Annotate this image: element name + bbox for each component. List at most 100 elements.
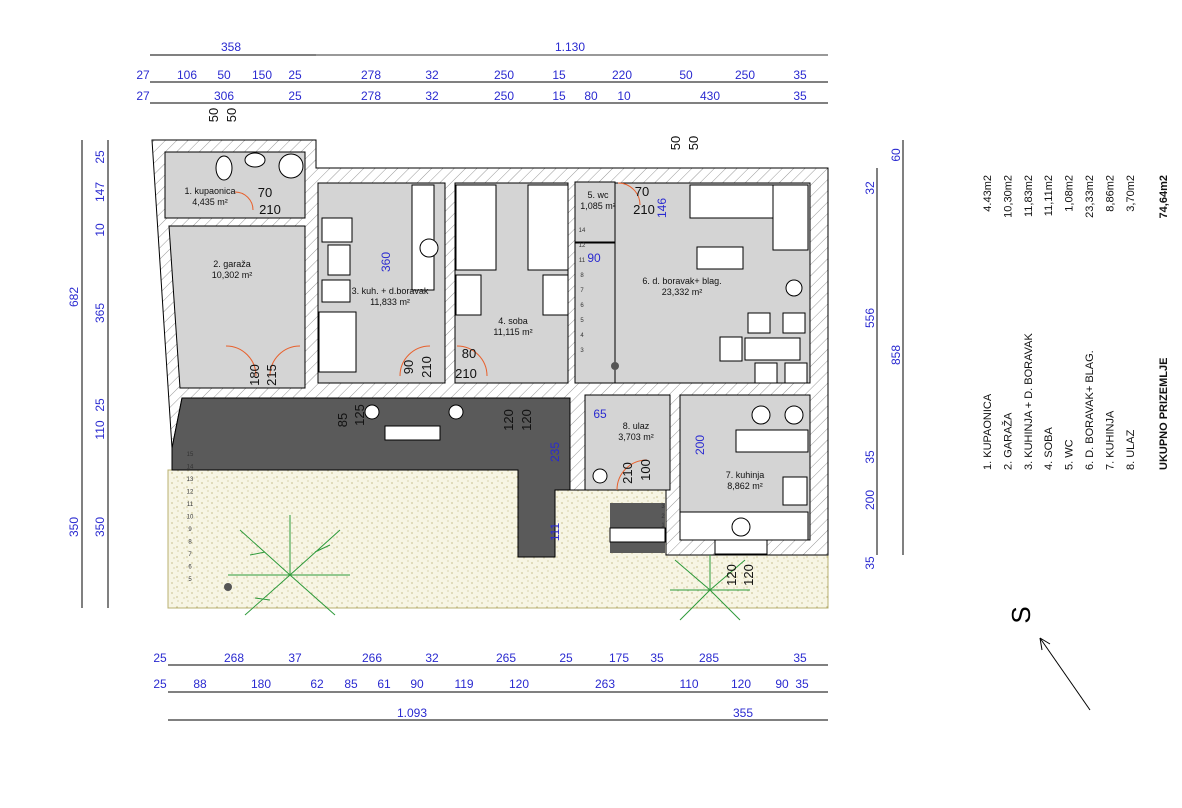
dimension-top-row3: 32 (425, 89, 439, 103)
room-area: 1,085 m² (580, 201, 616, 211)
legend-item-label: 7. KUHINJA (1104, 410, 1116, 470)
dimension-left-inner: 110 (93, 420, 107, 439)
dimension-bottom-row1: 265 (496, 651, 516, 665)
dimension-top-row2: 220 (612, 68, 632, 82)
dimension-top-row3: 430 (700, 89, 720, 103)
dimension-bottom-row2: 119 (454, 677, 473, 691)
interior-dimension: 120 (741, 564, 756, 586)
interior-dimension: 100 (638, 459, 653, 481)
dimension-top-row2: 25 (288, 68, 302, 82)
dimension-left-inner: 147 (93, 182, 107, 202)
dimension-bottom-row1: 25 (559, 651, 573, 665)
north-arrow: S (1006, 606, 1091, 711)
legend-item-area: 8,86m2 (1104, 175, 1116, 212)
room-name: 3. kuh. + d.boravak (352, 286, 429, 296)
interior-dimension: 360 (379, 252, 393, 272)
furniture (215, 152, 809, 555)
dimension-top-row2: 50 (217, 68, 231, 82)
dimension-lines (81, 54, 904, 721)
stair-step-number: 8 (188, 540, 192, 546)
dimension-top-row3: 250 (494, 89, 514, 103)
dimension-left-outer: 350 (67, 517, 81, 537)
interior-dimension: 146 (655, 198, 669, 218)
legend-item-area: 23,33m2 (1084, 175, 1096, 218)
room-area: 8,862 m² (727, 481, 763, 491)
room-garaza (168, 225, 306, 389)
dimension-bottom-row2: 61 (377, 677, 391, 691)
dimension-bottom-row2: 120 (731, 677, 751, 691)
dimension-bottom-row2: 25 (153, 677, 167, 691)
dimension-top-row3: 15 (552, 89, 566, 103)
stair-step-number: 5 (188, 577, 192, 583)
dimension-bottom-row1: 37 (288, 651, 302, 665)
interior-dimension: 50 (206, 108, 221, 122)
legend-total-area: 74,64m2 (1158, 175, 1170, 218)
interior-dimension: 120 (724, 564, 739, 586)
dimension-top-row2: 27 (136, 68, 150, 82)
stair-step-number: 1 (661, 523, 665, 529)
dimension-left-inner: 25 (93, 398, 107, 412)
stair-step-number: 10 (187, 515, 194, 521)
dimension-top-row3: 10 (617, 89, 631, 103)
dimension-bottom-row2: 85 (344, 677, 358, 691)
legend-item-area: 1,08m2 (1064, 175, 1076, 212)
interior-dimension: 90 (401, 360, 416, 374)
stair-step-number: 15 (187, 452, 194, 458)
stair-step-number: 14 (187, 465, 194, 471)
legend-item-label: 2. GARAŽA (1001, 412, 1014, 470)
legend-item-label: 8. ULAZ (1125, 429, 1137, 470)
dimension-bottom-row1: 285 (699, 651, 719, 665)
dimension-bottom-overall: 1.093 (397, 706, 427, 720)
interior-dimension: 235 (548, 442, 562, 462)
stair-step-number: 13 (187, 477, 194, 483)
interior-dimension: 70 (258, 185, 272, 200)
dimension-bottom-row2: 110 (679, 677, 698, 691)
interior-dimension: 50 (668, 136, 683, 150)
interior-dimension: 50 (686, 136, 701, 150)
stair-step-number: 4 (580, 333, 584, 339)
interior-dimension: 210 (620, 462, 635, 484)
interior-dimension: 85 (335, 413, 350, 427)
dimension-left-inner: 350 (93, 517, 107, 537)
dimension-top-row2: 250 (735, 68, 755, 82)
interior-dimension: 200 (693, 435, 707, 455)
dimension-left-inner: 365 (93, 303, 107, 323)
legend-item-label: 5. WC (1064, 439, 1076, 470)
interior-dimension: 215 (264, 364, 279, 386)
interior-dimension: 120 (519, 409, 534, 431)
column-icon (611, 362, 619, 370)
dimension-right-inner: 32 (863, 181, 877, 195)
stair-step-number: 12 (579, 243, 586, 249)
interior-dimension: 80 (462, 346, 476, 361)
stair-step-number: 2 (661, 514, 665, 520)
dimension-bottom-row2: 35 (795, 677, 809, 691)
interior-dimension: 210 (419, 356, 434, 378)
dimension-bottom-row1: 268 (224, 651, 244, 665)
dimension-left-outer: 682 (67, 287, 81, 307)
interior-dimension: 210 (259, 202, 281, 217)
dimension-right-outer: 60 (889, 148, 903, 162)
dimension-bottom-row2: 120 (509, 677, 529, 691)
dimension-bottom-row1: 35 (793, 651, 807, 665)
dimension-bottom-row1: 266 (362, 651, 382, 665)
dimension-bottom-row2: 90 (410, 677, 424, 691)
dimension-right-inner: 200 (863, 490, 877, 510)
dimension-bottom-row1: 35 (650, 651, 664, 665)
dimension-top-row3: 80 (584, 89, 598, 103)
legend-item-area: 11,11m2 (1043, 175, 1055, 216)
dimension-top-row2: 35 (793, 68, 807, 82)
stair-step-number: 14 (579, 228, 586, 234)
dimension-bottom-row1: 175 (609, 651, 629, 665)
dimension-top-overall: 1.130 (555, 40, 585, 54)
legend-item-area: 11,83m2 (1023, 175, 1035, 217)
interior-dimension: 210 (633, 202, 655, 217)
legend-item-area: 10,30m2 (1002, 175, 1014, 218)
room-name: 4. soba (498, 316, 528, 326)
dimension-left-inner: 25 (93, 150, 107, 164)
room-name: 8. ulaz (623, 421, 650, 431)
interior-dimension: 180 (247, 364, 262, 386)
room-name: 1. kupaonica (184, 186, 235, 196)
compass-label: S (1006, 606, 1036, 623)
legend-item-area: 3,70m2 (1125, 175, 1137, 212)
